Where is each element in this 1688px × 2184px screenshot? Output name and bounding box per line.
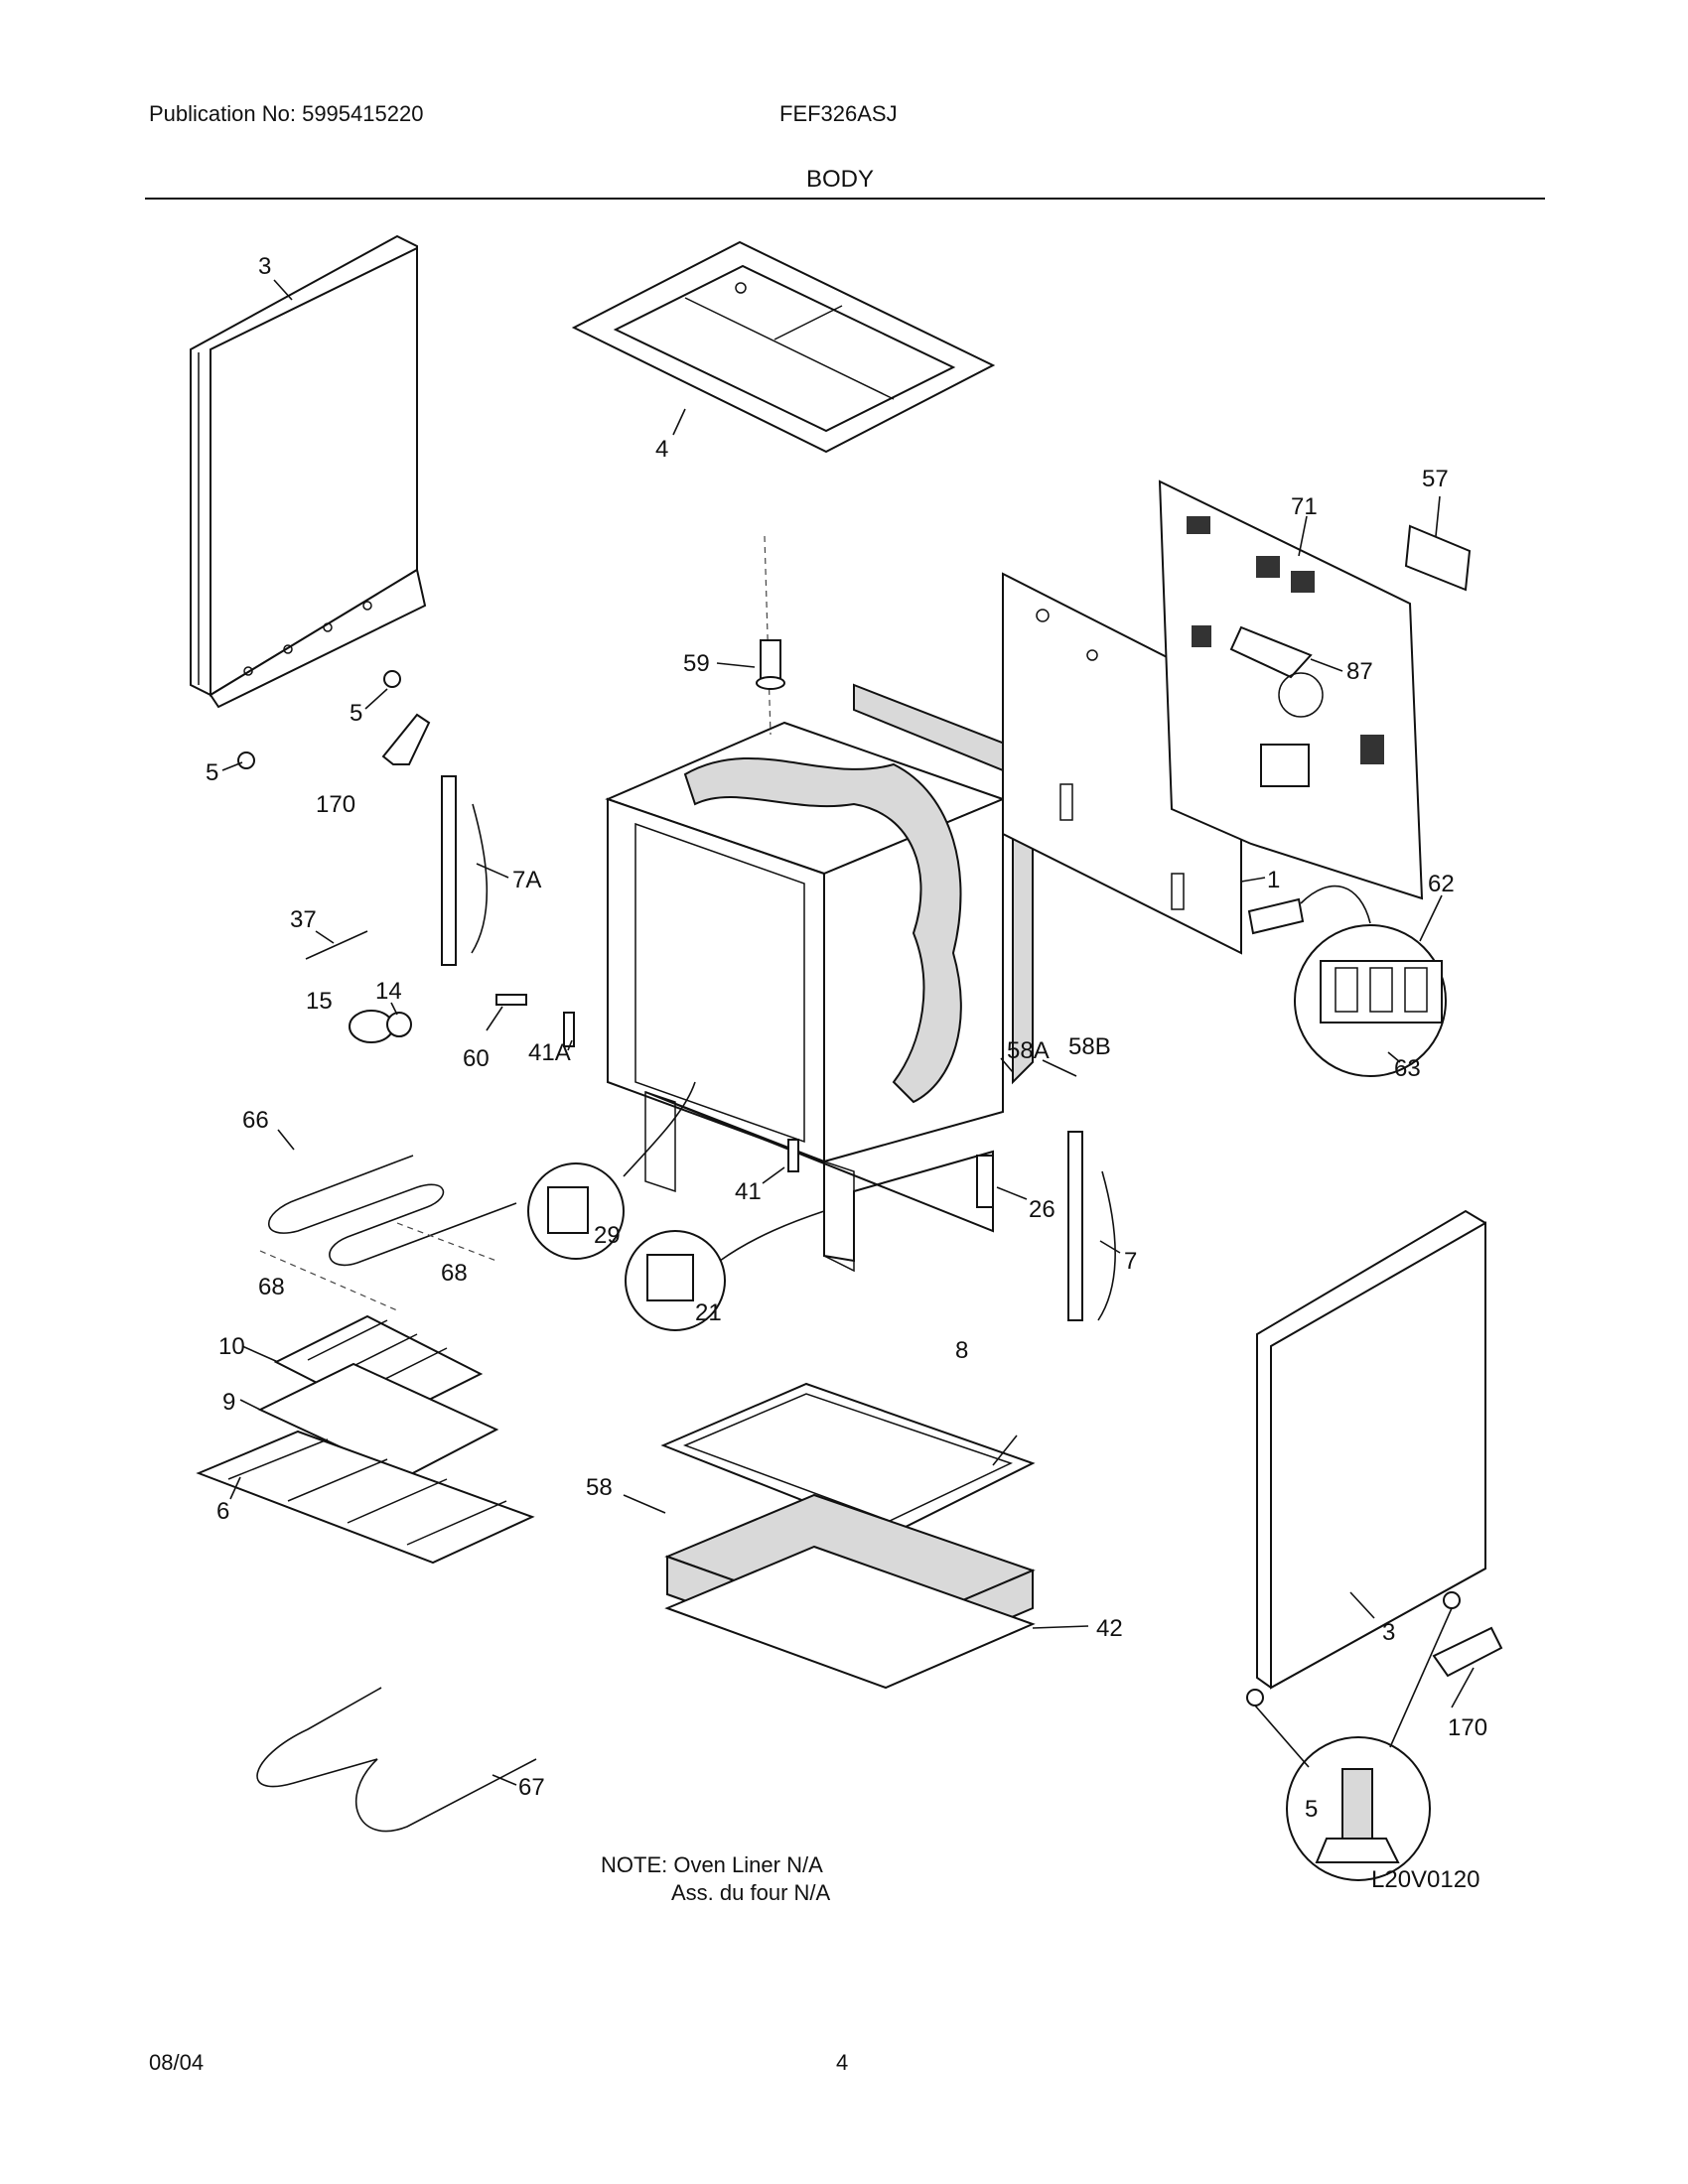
callout-58B: 58B [1068,1033,1111,1060]
bake-element [256,1687,537,1833]
callout-5-a: 5 [206,759,218,786]
callout-67: 67 [518,1774,545,1801]
clip-60 [495,994,527,1006]
callout-68-right: 68 [441,1260,468,1287]
terminal-block [1247,885,1447,1077]
callout-21: 21 [695,1299,722,1326]
callout-labels: 3 4 57 71 87 59 5 5 170 7A 1 62 37 14 15… [206,253,1487,1823]
callout-58A: 58A [1007,1037,1050,1064]
callout-59: 59 [683,650,710,677]
callout-41: 41 [735,1178,762,1205]
hinge-receiver [976,1155,994,1208]
callout-66: 66 [242,1107,269,1134]
callout-3-left: 3 [258,253,271,280]
page-number: 4 [836,2050,849,2075]
callout-9: 9 [222,1389,235,1416]
callout-4: 4 [655,436,668,463]
callout-87: 87 [1346,658,1373,685]
callout-63: 63 [1394,1055,1421,1082]
anti-tip-bracket-left [381,713,431,765]
note-line-2: Ass. du four N/A [671,1880,831,1905]
callout-7A: 7A [512,867,541,893]
callout-15: 15 [306,988,333,1015]
door-hinge-left [441,775,489,966]
oven-light [349,1010,412,1043]
wire-harness-68-left [259,1250,398,1311]
callout-37: 37 [290,906,317,933]
label-plate [1404,524,1472,592]
oven-rack [196,1430,535,1565]
callout-1: 1 [1267,867,1280,893]
callout-10: 10 [218,1333,245,1360]
callout-29: 29 [594,1222,621,1249]
leveling-leg-detail [1254,1607,1453,1881]
drawing-code: L20V0120 [1371,1866,1480,1893]
leader-lines [221,279,1475,1786]
section-title: BODY [806,166,875,193]
right-side-panel [1256,1209,1486,1690]
callout-8: 8 [955,1337,968,1364]
callout-41A: 41A [528,1039,571,1066]
callout-14: 14 [375,978,402,1005]
callout-5-detail: 5 [1305,1796,1318,1823]
header-rule [145,198,1545,200]
callout-60: 60 [463,1045,490,1072]
callout-68-left: 68 [258,1274,285,1300]
callout-26: 26 [1029,1196,1055,1223]
publication-number: Publication No: 5995415220 [149,101,424,126]
top-panel [571,240,996,454]
callout-58: 58 [586,1474,613,1501]
wire-harness-68-right [396,1222,497,1262]
callout-6: 6 [216,1498,229,1525]
model-number: FEF326ASJ [779,101,898,126]
callout-71: 71 [1291,493,1318,520]
footer-date: 08/04 [149,2050,205,2075]
callout-170-left: 170 [316,791,355,818]
callout-57: 57 [1422,466,1449,492]
anti-tip-bracket-right [1432,1626,1503,1678]
callout-170-right: 170 [1448,1714,1487,1741]
broil-element [268,1155,517,1267]
callout-5-b: 5 [350,700,362,727]
note-line-1: NOTE: Oven Liner N/A [601,1852,823,1877]
clip-41 [787,1139,799,1172]
leveling-screws [237,670,1461,1706]
callout-3-right: 3 [1382,1619,1395,1646]
oven-sensor [305,930,368,960]
callout-42: 42 [1096,1615,1123,1642]
rear-cover [1158,479,1424,900]
left-side-panel [190,234,427,709]
callout-7: 7 [1124,1248,1137,1275]
callout-62: 62 [1428,871,1455,897]
bottom-cover [664,1545,1036,1690]
door-hinge-right [1067,1131,1116,1321]
vent-tube [756,535,785,736]
